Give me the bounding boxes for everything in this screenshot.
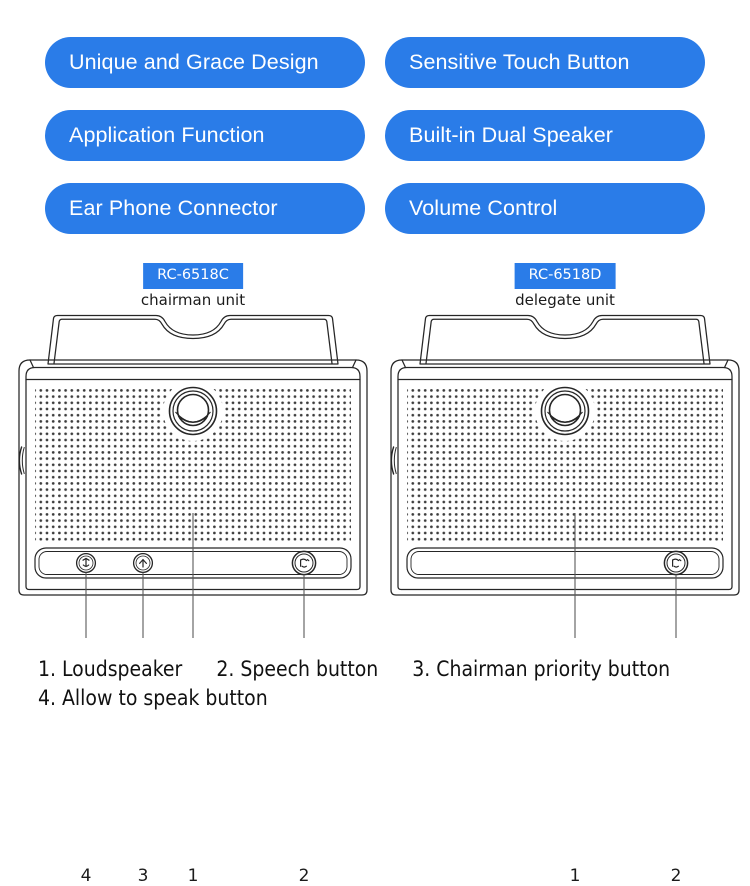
callout-number-1-chairman: 1 [187,866,199,886]
legend-item-loudspeaker: 1. Loudspeaker [38,657,183,681]
speech-button-delegate[interactable] [663,550,689,576]
feature-pill-application-function[interactable]: Application Function [45,110,365,161]
legend-row-second: 4. Allow to speak button [38,684,738,713]
model-tag-delegate: RC-6518D [514,263,616,289]
callout-number-2-delegate: 2 [670,866,682,886]
speaker-grille-delegate [407,386,723,541]
microphone-socket-chairman [168,386,218,436]
feature-pill-ear-phone-connector[interactable]: Ear Phone Connector [45,183,365,234]
feature-pill-volume-control[interactable]: Volume Control [385,183,705,234]
feature-pill-grid: Unique and Grace Design Sensitive Touch … [45,37,705,234]
device-delegate-unit: RC-6518D delegate unit [380,258,750,886]
unit-caption-chairman: chairman unit [140,291,246,309]
legend-item-chairman-priority-button: 3. Chairman priority button [412,657,671,681]
legend-item-allow-to-speak-button: 4. Allow to speak button [38,686,268,710]
callout-leader-lines-delegate [574,513,677,638]
device-chairman-unit: RC-6518C chairman unit [8,258,378,886]
callout-number-1-delegate: 1 [569,866,581,886]
legend-row-first: 1. Loudspeaker 2. Speech button 3. Chairma… [38,655,738,684]
callout-number-2-chairman: 2 [298,866,310,886]
legend-item-speech-button: 2. Speech button [216,657,379,681]
allow-to-speak-button-chairman[interactable] [75,552,97,574]
feature-pill-built-in-dual-speaker[interactable]: Built-in Dual Speaker [385,110,705,161]
callout-number-4-chairman: 4 [80,866,92,886]
model-tag-chairman: RC-6518C [143,263,243,289]
feature-pill-sensitive-touch-button[interactable]: Sensitive Touch Button [385,37,705,88]
feature-pill-unique-and-grace-design[interactable]: Unique and Grace Design [45,37,365,88]
callout-number-3-chairman: 3 [137,866,149,886]
device-diagram-area: RC-6518C chairman unit [0,258,750,886]
legend: 1. Loudspeaker 2. Speech button 3. Chairma… [38,655,738,713]
chairman-priority-button[interactable] [132,552,154,574]
microphone-socket-delegate [540,386,590,436]
unit-caption-delegate: delegate unit [515,291,615,309]
device-illustration-delegate [390,314,740,638]
speech-button-chairman[interactable] [291,550,317,576]
callout-leader-lines-chairman [85,513,305,638]
device-illustration-chairman [18,314,368,638]
